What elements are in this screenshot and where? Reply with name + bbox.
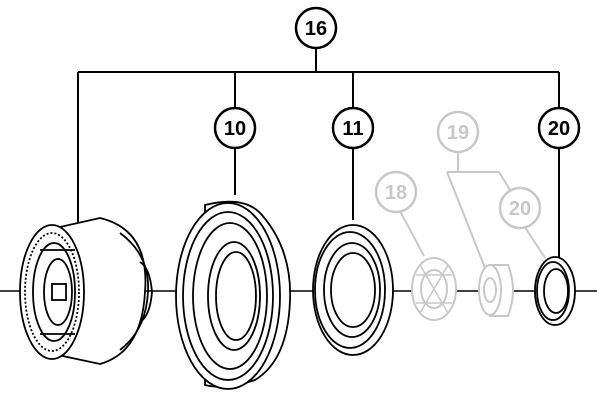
dust-seal-icon <box>312 224 394 356</box>
washer-icon <box>478 264 514 317</box>
svg-text:18: 18 <box>385 182 407 204</box>
callout-20-faded: 20 <box>498 186 542 230</box>
svg-text:11: 11 <box>342 118 363 140</box>
callout-18-faded: 18 <box>374 170 418 214</box>
svg-text:10: 10 <box>224 118 246 140</box>
svg-text:20: 20 <box>509 198 531 220</box>
callout-16: 16 <box>294 6 338 50</box>
callout-19-faded: 19 <box>436 110 480 154</box>
callout-20: 20 <box>537 106 581 150</box>
callout-11: 11 <box>331 106 375 150</box>
callout-10: 10 <box>213 106 257 150</box>
svg-text:19: 19 <box>447 122 469 144</box>
callout-bracket <box>77 49 560 257</box>
svg-text:16: 16 <box>305 18 327 40</box>
cone-cover-icon <box>175 200 291 390</box>
lock-nut-icon <box>411 257 457 321</box>
svg-text:20: 20 <box>548 118 570 140</box>
seal-ring-icon <box>534 256 576 326</box>
freehub-body-icon <box>19 217 153 365</box>
faded-leader-lines <box>399 152 546 269</box>
